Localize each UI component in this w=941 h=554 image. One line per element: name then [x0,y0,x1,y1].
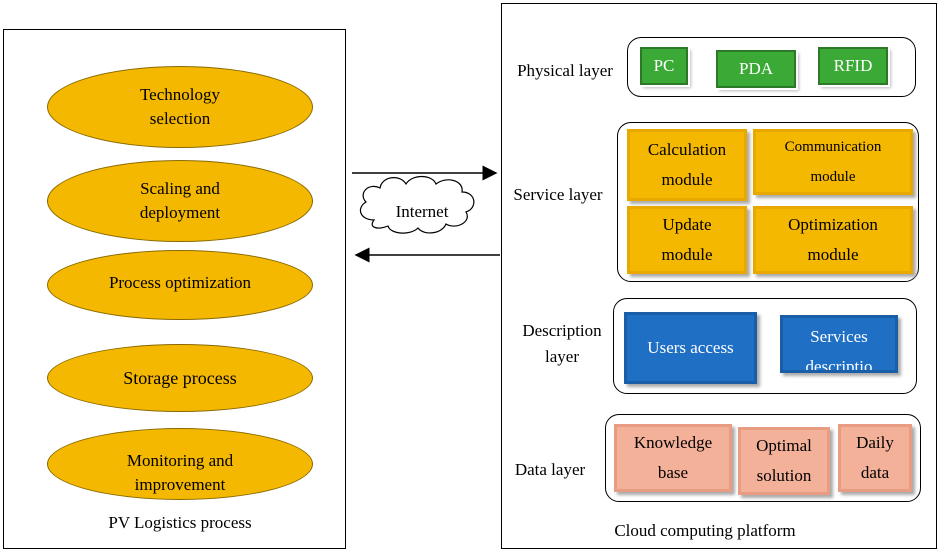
box-line: module [661,170,713,189]
optimization-module-box: Optimization module [753,206,913,274]
step-technology-selection: Technology selection [47,66,313,148]
service-layer-label: Service layer [513,185,603,204]
calculation-module-box: Calculation module [627,129,747,201]
pc-box: PC [638,45,690,87]
step-line: Storage process [123,368,237,388]
label-line: Description [522,321,602,340]
step-line: Process optimization [108,273,252,292]
box-line: Update [662,215,712,234]
data-layer-label: Data layer [514,460,586,479]
box-line: module [810,169,856,185]
services-description-box: Services descriptio [780,315,898,373]
knowledge-base-box: Knowledge base [614,424,732,492]
step-scaling-deployment: Scaling and deployment [47,160,313,242]
box-line: module [661,245,713,264]
step-monitoring-improvement: Monitoring and improvement [47,428,313,500]
step-line: Monitoring and [126,451,234,470]
optimal-solution-box: Optimal solution [738,427,830,495]
right-panel-caption: Cloud computing platform [614,521,796,540]
box-line: Knowledge [633,433,713,452]
physical-layer-label: Physical layer [517,61,613,80]
update-module-box: Update module [627,206,747,274]
box-line: Optimization [788,215,878,234]
connector-arrows [352,165,500,263]
label-line: layer [545,347,579,366]
rfid-box: RFID [816,45,890,87]
box-line: descriptio [805,357,873,373]
step-line: Technology [139,85,220,104]
box-line: solution [756,466,812,485]
step-line: Scaling and [140,179,220,198]
box-line: Daily [856,433,894,452]
left-panel-caption: PV Logistics process [108,513,252,532]
communication-module-box: Communication module [753,129,913,195]
box-line: base [657,463,689,482]
box-line: Calculation [647,140,727,159]
step-line: improvement [134,475,226,494]
description-layer-label: Description layer [510,318,614,370]
box-line: Communication [784,139,882,155]
pda-box: PDA [714,48,798,90]
box-line: Optimal [756,436,812,455]
box-line: Services [810,327,868,346]
internet-label: Internet [395,202,449,221]
box-line: Users access [647,338,734,357]
daily-data-box: Daily data [838,424,912,492]
step-line: deployment [139,203,221,222]
users-access-box: Users access [624,312,757,384]
box-line: module [807,245,859,264]
step-storage-process: Storage process [47,344,313,412]
step-process-optimization: Process optimization [47,250,313,320]
box-line: data [860,463,890,482]
cloud-icon [359,175,475,234]
step-line: selection [149,109,211,128]
